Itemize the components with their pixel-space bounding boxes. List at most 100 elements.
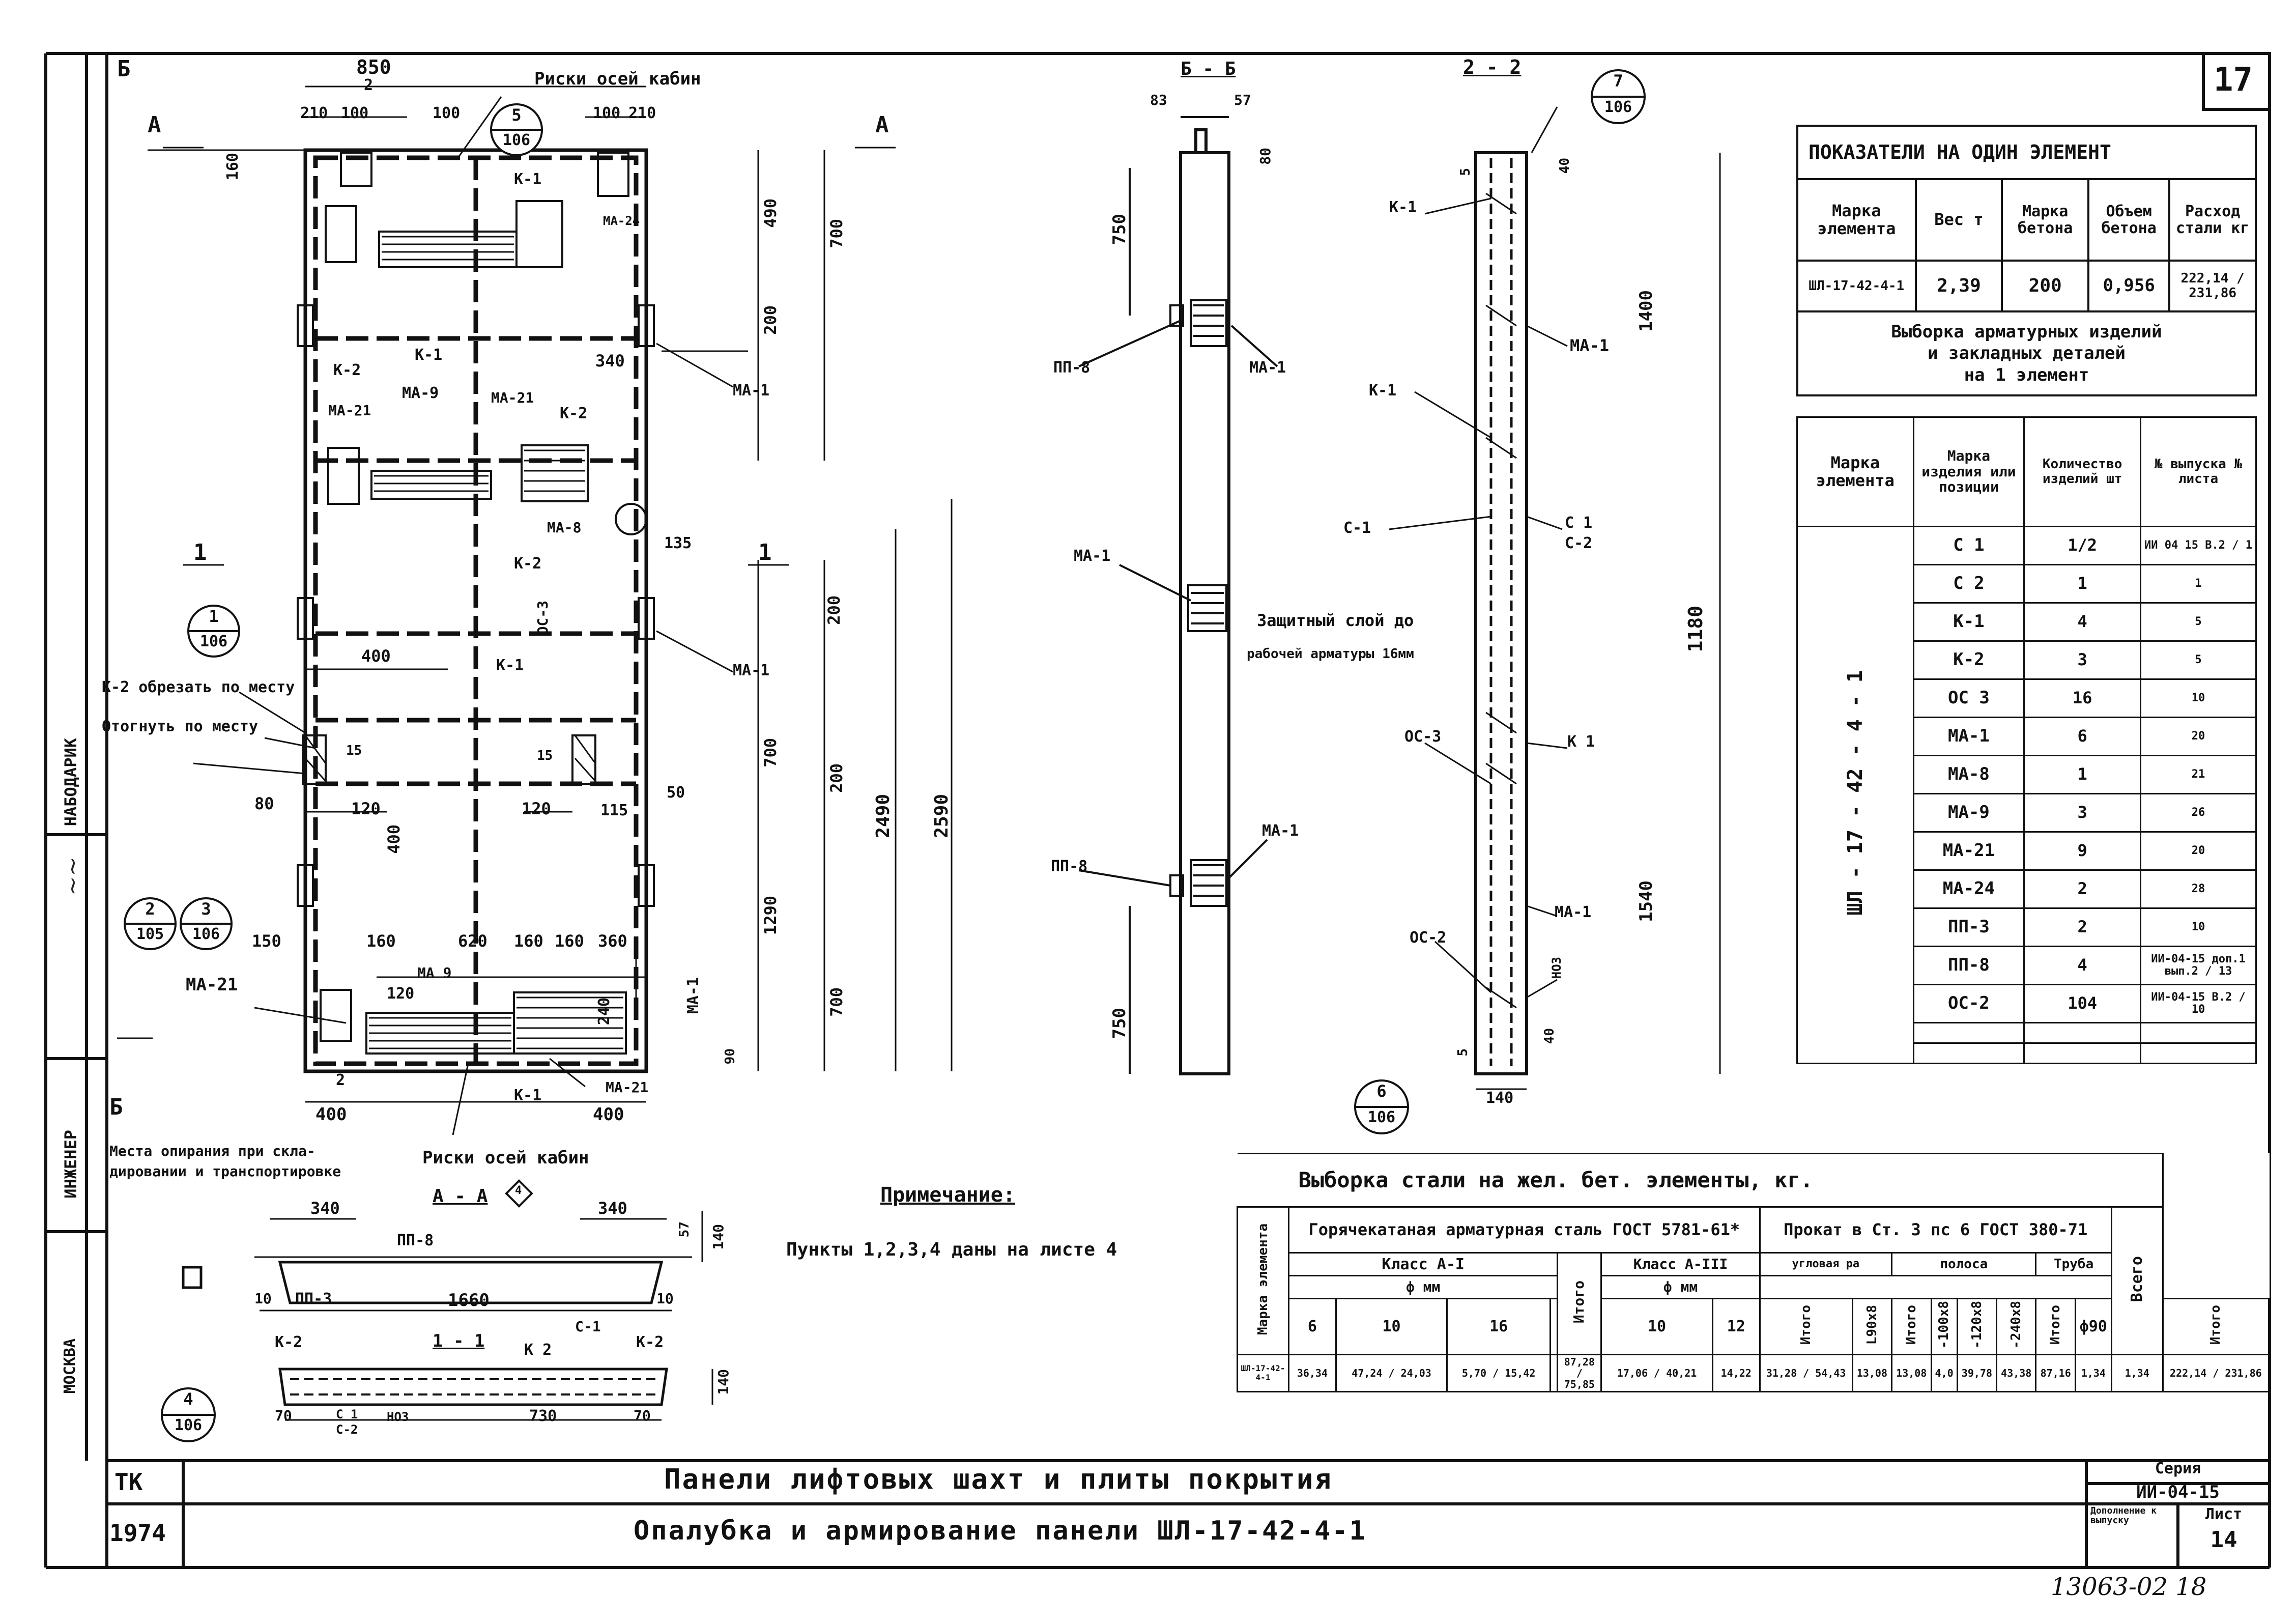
steel-table: Выборка стали на жел. бет. элементы, кг.…: [1237, 1153, 2270, 1392]
side-label: ИНЖЕНЕР: [61, 1130, 80, 1199]
steel-value-blank: [1549, 1354, 1559, 1392]
plan-dim: 90: [723, 1048, 738, 1065]
selection-mark: ОС 3: [1912, 678, 2025, 718]
steel-subhead: 16: [1446, 1298, 1552, 1355]
section-mark-a: А: [875, 112, 889, 138]
plan-dim: 120: [522, 799, 551, 818]
section-b-dim: 83: [1150, 92, 1167, 108]
tb-org: ТК: [114, 1468, 143, 1496]
sel-header: № выпуска № листа: [2139, 416, 2257, 527]
selection-sheet: 5: [2139, 640, 2257, 680]
plan-dim: 490: [761, 198, 780, 228]
plan-label: МА-21: [606, 1079, 649, 1096]
plan-dim: 400: [315, 1104, 347, 1125]
selection-qty: 3: [2023, 793, 2141, 833]
selection-table: Марка элемента Марка изделия или позиции…: [1796, 416, 2257, 1064]
section-11-label: С-2: [336, 1422, 358, 1437]
detail-bubble-number: 1: [209, 607, 219, 626]
selection-blank-cell: [2023, 1042, 2141, 1064]
steel-value: 222,14 / 231,86: [2162, 1354, 2270, 1392]
plan-label: МА-21: [186, 975, 238, 995]
tb-sheet-label: Лист: [2205, 1505, 2243, 1523]
steel-subhead: 10: [1335, 1298, 1448, 1355]
plan-dim: 210: [628, 104, 656, 122]
section-22-label: С-2: [1565, 534, 1593, 552]
callout-top: Риски осей кабин: [534, 69, 701, 89]
sel-header: Количество изделий шт: [2023, 416, 2141, 527]
detail-bubble-sheet: 106: [1367, 1108, 1396, 1126]
section-mark-a: А: [148, 112, 161, 138]
steel-value: 87,28 / 75,85: [1557, 1354, 1602, 1392]
plan-label: МА-8: [547, 519, 582, 536]
selection-mark: К-2: [1912, 640, 2025, 680]
steel-subhead-text: L90х8: [1864, 1305, 1880, 1345]
steel-value: 17,06 / 40,21: [1600, 1354, 1713, 1392]
detail-bubble-number: 5: [511, 105, 522, 125]
section-title-aa: А - А: [433, 1186, 488, 1207]
steel-subhead-blank: [1549, 1298, 1559, 1355]
steel-col-total-text: Всего: [2128, 1256, 2146, 1302]
plan-dim: 210: [300, 104, 328, 122]
ind-cell: 200: [2001, 260, 2090, 312]
steel-blank: [1759, 1275, 2112, 1299]
steel-subhead: -240х8: [1996, 1298, 2037, 1355]
plan-dim: 700: [827, 219, 846, 248]
section-22-dim: 1540: [1636, 880, 1656, 922]
selection-qty: 4: [2023, 602, 2141, 642]
plan-dim: 400: [384, 824, 404, 854]
steel-value: 36,34: [1288, 1354, 1337, 1392]
ind-cell: 0,956: [2087, 260, 2171, 312]
section-22-dim: 140: [1486, 1089, 1514, 1107]
plan-label: К-1: [496, 657, 524, 674]
selection-mark: МА-24: [1912, 869, 2025, 909]
section-11-label: К-2: [275, 1333, 303, 1351]
plan-dim: 2: [336, 1071, 346, 1089]
plan-dim: 200: [827, 763, 846, 793]
section-11-label: С-1: [575, 1318, 601, 1335]
steel-subhead: 10: [1600, 1298, 1713, 1355]
steel-subhead-text: Итого: [1798, 1305, 1814, 1345]
section-11-dim: 140: [715, 1369, 732, 1395]
note-title: Примечание:: [880, 1183, 1015, 1207]
section-22-label: ОС-2: [1410, 929, 1447, 947]
archive-stamp: 13063-02 18: [2051, 1573, 2207, 1601]
ind-header: Вес т: [1914, 178, 2003, 262]
selection-sheet: ИИ 04 15 В.2 / 1: [2139, 526, 2257, 565]
support-note: дировании и транспортировке: [109, 1163, 341, 1180]
steel-subhead-text: Итого: [2048, 1305, 2063, 1345]
section-mark-1: 1: [193, 539, 207, 565]
steel-dia: ф мм: [1287, 1275, 1559, 1299]
section-aa-dim: 10: [656, 1290, 674, 1307]
selection-title-line: на 1 элемент: [1964, 364, 2089, 385]
side-label: МОСКВА: [61, 1339, 79, 1394]
plan-dim: 120: [387, 985, 415, 1003]
selection-sheet: 1: [2139, 564, 2257, 604]
detail-bubble-sheet: 105: [136, 925, 164, 943]
section-mark-b: Б: [117, 56, 131, 82]
selection-blank-cell: [1912, 1022, 2025, 1044]
side-label: НАБОДАРИК: [61, 738, 80, 827]
steel-subhead-text: -120х8: [1969, 1301, 1985, 1349]
section-aa-marker: 4: [515, 1184, 522, 1197]
steel-subhead: Итого: [1557, 1252, 1602, 1355]
detail-bubble-number: 2: [145, 899, 155, 919]
plan-dim: 160: [555, 931, 584, 951]
tb-title-line1: Панели лифтовых шахт и плиты покрытия: [664, 1463, 1333, 1495]
section-b-label: МА-1: [1262, 822, 1299, 840]
selection-qty: 9: [2023, 831, 2141, 871]
detail-bubble-number: 6: [1376, 1081, 1387, 1101]
selection-sheet: 10: [2139, 907, 2257, 947]
plan-dim: 120: [351, 799, 381, 818]
selection-title-line: и закладных деталей: [1928, 343, 2126, 364]
selection-mark: С 2: [1912, 564, 2025, 604]
steel-subhead-text: 10: [1382, 1318, 1401, 1335]
plan-label: К-1: [514, 170, 542, 188]
selection-sheet: 20: [2139, 831, 2257, 871]
plan-dim: 1290: [761, 896, 780, 935]
steel-value: 31,28 / 54,43: [1759, 1354, 1853, 1392]
section-b-label: ПП-8: [1051, 858, 1088, 875]
section-title-11: 1 - 1: [433, 1331, 485, 1351]
